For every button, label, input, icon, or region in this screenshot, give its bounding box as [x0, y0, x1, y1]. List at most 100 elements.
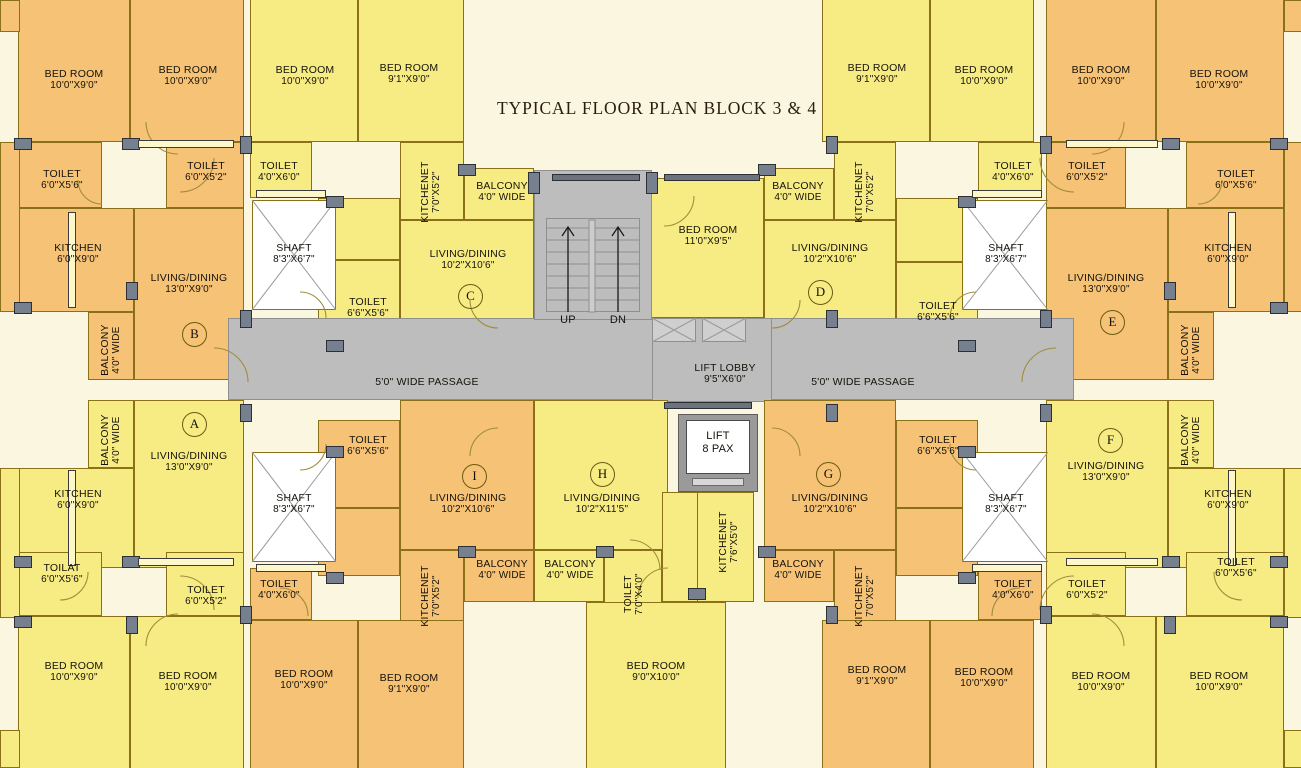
room-corner-bl [0, 730, 20, 768]
column [240, 136, 252, 154]
window [972, 564, 1042, 572]
room-bedroom-trm2 [930, 0, 1034, 142]
column [958, 196, 976, 208]
room-kitchen-bl [18, 468, 134, 568]
room-kitchen-tr [1168, 208, 1284, 312]
column [326, 572, 344, 584]
column [1040, 310, 1052, 328]
column [1270, 556, 1288, 568]
room-corner-tl [0, 0, 20, 32]
column [958, 572, 976, 584]
room-bedroom-brm1 [822, 620, 930, 768]
column [126, 282, 138, 300]
room-bedroom-tm1 [250, 0, 358, 142]
window [664, 174, 760, 181]
column [1162, 138, 1180, 150]
column [958, 340, 976, 352]
window [552, 174, 640, 181]
room-bedroom-bl1 [18, 616, 130, 768]
column [958, 446, 976, 458]
unit-marker-c: C [458, 284, 483, 309]
room-bedroom-bm2 [358, 620, 464, 768]
room-strip-tl [0, 142, 20, 312]
unit-marker-f: F [1098, 428, 1123, 453]
room-balcony-d [764, 168, 834, 220]
column [528, 172, 540, 194]
room-bedroom-br2 [1156, 616, 1284, 768]
room-kitchenet-d [834, 142, 896, 220]
shaft-top-right [962, 200, 1048, 310]
window [68, 212, 76, 308]
column [1270, 302, 1288, 314]
column [758, 164, 776, 176]
window [68, 470, 76, 566]
window [1066, 140, 1158, 148]
window [138, 558, 234, 566]
column [646, 172, 658, 194]
column [758, 546, 776, 558]
column [1162, 556, 1180, 568]
room-toilet-trm [978, 142, 1042, 198]
room-balcony-e [1168, 312, 1214, 380]
room-kitchen-br [1168, 468, 1284, 568]
column [240, 606, 252, 624]
unit-marker-d: D [808, 280, 833, 305]
room-toilet-tr2 [1186, 142, 1284, 208]
column [596, 546, 614, 558]
room-bedroom-bc [586, 602, 726, 768]
window [972, 190, 1042, 198]
room-bedroom-brm2 [930, 620, 1034, 768]
room-living-f [1046, 400, 1168, 568]
column [826, 310, 838, 328]
column [826, 606, 838, 624]
column [826, 404, 838, 422]
room-strip-br [1284, 468, 1301, 618]
staircase [546, 218, 640, 312]
room-toilet-tl1 [18, 142, 102, 208]
unit-marker-h: H [590, 462, 615, 487]
unit-marker-i: I [462, 464, 487, 489]
unit-marker-g: G [816, 462, 841, 487]
column [326, 340, 344, 352]
column [326, 446, 344, 458]
room-bedroom-tr1 [1046, 0, 1156, 142]
room-bedroom-tl1 [18, 0, 130, 142]
column [1270, 616, 1288, 628]
column [326, 196, 344, 208]
column [1040, 404, 1052, 422]
column [126, 616, 138, 634]
window [1228, 212, 1236, 308]
column [1270, 138, 1288, 150]
column [240, 310, 252, 328]
column [14, 556, 32, 568]
room-toilet-tr1 [1046, 142, 1126, 208]
room-balcony-a [88, 400, 134, 468]
room-bedroom-d-center [650, 178, 764, 318]
window [664, 402, 752, 409]
passage-main [228, 318, 1074, 400]
window [256, 564, 326, 572]
lift-rail-right [702, 318, 746, 342]
unit-marker-a: A [182, 412, 207, 437]
column [1164, 616, 1176, 634]
window [1066, 558, 1158, 566]
column [1040, 136, 1052, 154]
room-balcony-g [764, 550, 834, 602]
room-bedroom-trm1 [822, 0, 930, 142]
shaft-bottom-left [252, 452, 336, 562]
unit-marker-b: B [182, 322, 207, 347]
room-corner-tr [1284, 0, 1301, 32]
column [458, 164, 476, 176]
room-toilet-i2 [250, 568, 312, 620]
column [14, 138, 32, 150]
column [14, 616, 32, 628]
room-bedroom-bm1 [250, 620, 358, 768]
room-bedroom-tm2 [358, 0, 464, 142]
lift-car-interior [686, 420, 750, 474]
room-kitchenet-h [696, 492, 754, 602]
room-toilet-tl2 [166, 142, 244, 208]
room-h-link [662, 492, 698, 602]
column [826, 136, 838, 154]
column [240, 404, 252, 422]
shaft-bottom-right [962, 452, 1048, 562]
